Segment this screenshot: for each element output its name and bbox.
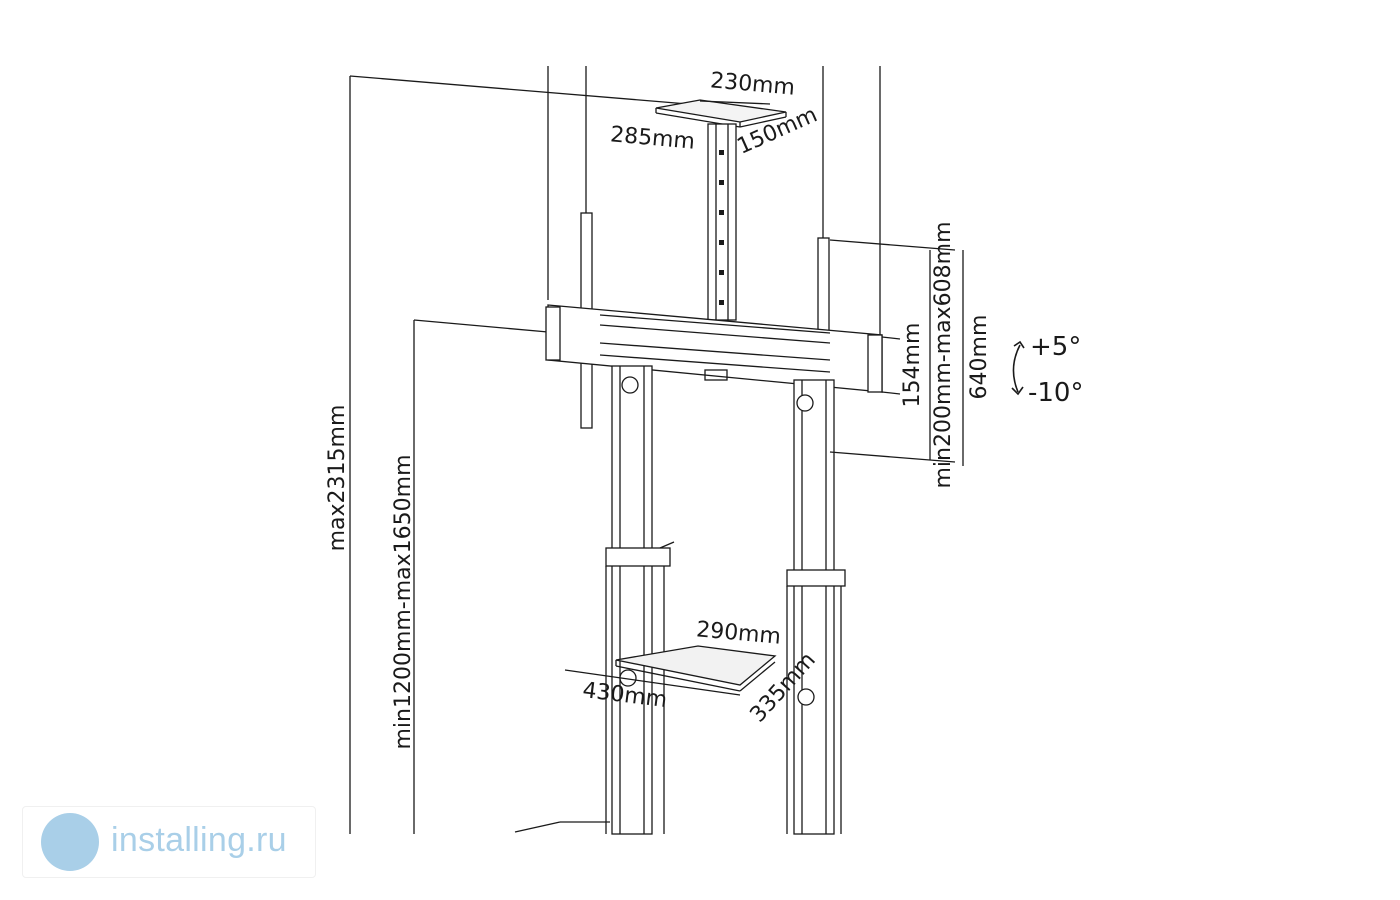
watermark: installing.ru — [22, 806, 316, 878]
dim-shelf-width: 290mm — [695, 617, 782, 649]
watermark-text: installing.ru — [111, 821, 287, 859]
tilt-down-label: -10° — [1028, 378, 1083, 408]
watermark-logo-icon — [41, 813, 99, 871]
dim-vesa-range: min200mm-max608mm — [931, 221, 956, 488]
dim-bracket-height: 154mm — [900, 323, 925, 408]
dim-bracket-total: 640mm — [967, 315, 992, 400]
dim-top-depth-left: 285mm — [609, 122, 696, 154]
dim-total-height: max2315mm — [325, 405, 350, 552]
dim-top-width: 230mm — [709, 68, 796, 100]
tilt-up-label: +5° — [1030, 332, 1081, 362]
dim-mount-height: min1200mm-max1650mm — [391, 454, 416, 749]
